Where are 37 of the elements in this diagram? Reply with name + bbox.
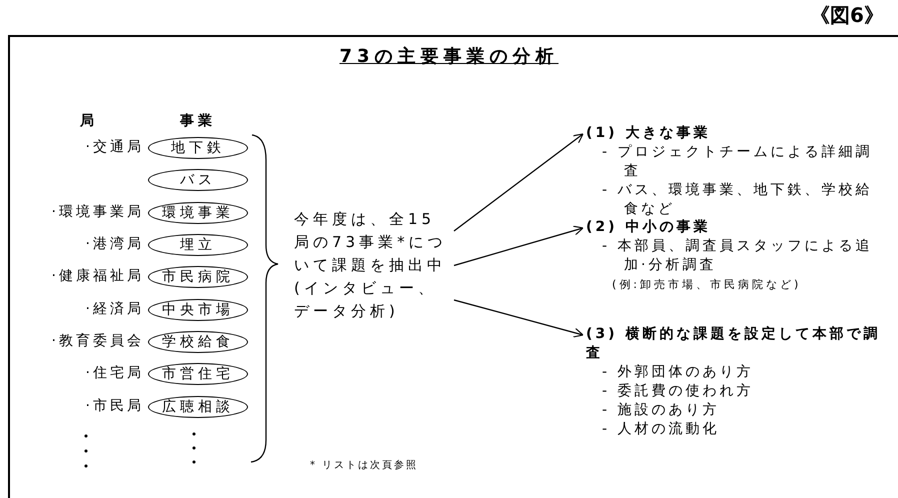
oval-label: 環境事業 — [148, 202, 248, 224]
oval-label: 地下鉄 — [148, 137, 248, 159]
bullet-text: - 本部員、調査員スタッフによる追加·分析調査 — [601, 237, 874, 275]
arrow — [454, 299, 584, 338]
oval-label: 埋立 — [148, 234, 248, 256]
oval-label: 中央市場 — [148, 299, 248, 321]
heading: (1) 大きな事業 — [586, 124, 712, 143]
bureau-name: ·健康福祉局 — [50, 267, 144, 285]
oval-label: 学校給食 — [148, 331, 248, 353]
footnote: * リストは次頁参照 — [310, 458, 418, 472]
note-text: 今年度は、全15局の73事業*について課題を抽出中(インタビュー、データ分析) — [294, 208, 450, 323]
oval-label: 広聴相談 — [148, 396, 248, 418]
heading: (2) 中小の事業 — [586, 218, 712, 237]
bureau-name: ·交通局 — [84, 138, 144, 156]
bullet-text: - プロジェクトチームによる詳細調査 — [601, 143, 874, 181]
bureau-name: ·環境事業局 — [50, 203, 144, 221]
bureau-name: ·港湾局 — [84, 235, 144, 253]
bullet-text: - バス、環境事業、地下鉄、学校給食など — [601, 181, 874, 219]
column-header: 局 — [80, 112, 94, 130]
bullet-text: (例:卸売市場、市民病院など) — [611, 277, 802, 293]
bullet-text: - 委託費の使われ方 — [601, 382, 755, 401]
arrow — [454, 133, 584, 232]
figure-number: 《図6》 — [810, 2, 884, 29]
bureau-name: ·住宅局 — [84, 364, 144, 382]
bullet-text: - 外郭団体のあり方 — [601, 363, 755, 382]
column-header: 事業 — [180, 112, 216, 130]
heading: (3) 横断的な課題を設定して本部で調査 — [586, 325, 882, 363]
oval-label: バス — [148, 169, 248, 191]
title: 73の主要事業の分析 — [339, 46, 559, 67]
bureau-name: ·教育委員会 — [50, 332, 144, 350]
oval-label: 市民病院 — [148, 266, 248, 288]
bureau-name: ·市民局 — [84, 397, 144, 415]
bullet-text: - 人材の流動化 — [601, 420, 721, 439]
oval-label: 市営住宅 — [148, 363, 248, 385]
bureau-name: ·経済局 — [84, 300, 144, 318]
bullet-text: - 施設のあり方 — [601, 401, 721, 420]
arrow — [454, 226, 584, 266]
